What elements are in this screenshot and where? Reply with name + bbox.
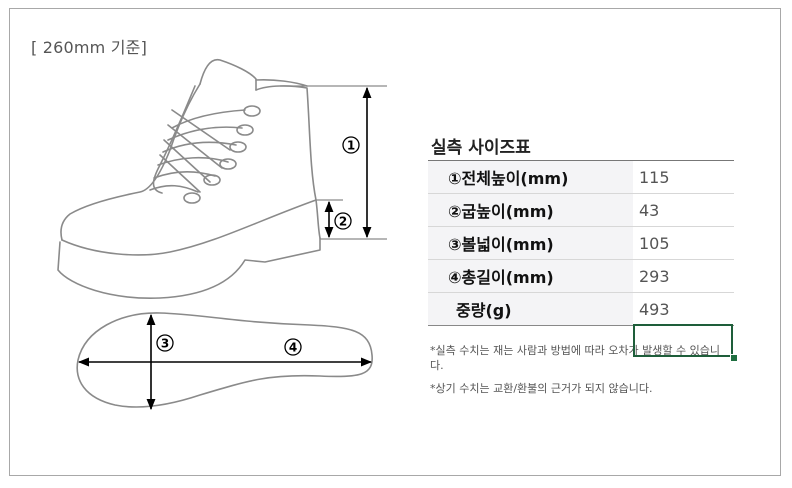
row-value[interactable]: 115 [633, 160, 734, 194]
note-no-refund-basis: *상기 수치는 교환/환불의 근거가 되지 않습니다. [430, 382, 653, 395]
svg-text:2: 2 [339, 215, 347, 229]
basis-label: [ 260mm 기준] [31, 38, 148, 57]
cell-selection-box[interactable] [633, 324, 733, 357]
svg-text:1: 1 [347, 139, 355, 153]
measure-arrows [324, 86, 372, 239]
table-row: ③볼넓이(mm) 105 [428, 226, 734, 260]
row-label: ④총길이(mm) [428, 259, 633, 293]
table-row: ①전체높이(mm) 115 [428, 160, 734, 194]
row-value[interactable]: 43 [633, 193, 734, 227]
marker-2: 2 [334, 212, 352, 230]
row-value[interactable]: 293 [633, 259, 734, 293]
table-row: 중량(g) 493 [428, 292, 734, 326]
table-row: ②굽높이(mm) 43 [428, 193, 734, 227]
row-label: ③볼넓이(mm) [428, 226, 633, 260]
boot-side-outline [57, 58, 321, 299]
marker-1: 1 [342, 136, 360, 154]
measure-guides [280, 85, 387, 240]
row-value[interactable]: 105 [633, 226, 734, 260]
svg-text:3: 3 [161, 337, 169, 351]
marker-3: 3 [156, 334, 174, 352]
marker-4: 4 [284, 338, 302, 356]
row-label: ①전체높이(mm) [428, 160, 633, 194]
row-value[interactable]: 493 [633, 292, 734, 326]
note-measurement-error: *실측 수치는 재는 사람과 방법에 따라 오차가 발생할 수 있습니다. [430, 344, 720, 372]
notes: *실측 수치는 재는 사람과 방법에 따라 오차가 발생할 수 있습니다. *상… [430, 343, 730, 396]
row-label: 중량(g) [428, 292, 633, 326]
size-table: ①전체높이(mm) 115 ②굽높이(mm) 43 ③볼넓이(mm) 105 ④… [428, 160, 734, 326]
insole-arrows [77, 313, 373, 411]
row-label: ②굽높이(mm) [428, 193, 633, 227]
table-row: ④총길이(mm) 293 [428, 259, 734, 293]
svg-text:4: 4 [289, 341, 297, 355]
size-table-title: 실측 사이즈표 [431, 138, 531, 158]
fill-handle[interactable] [730, 354, 738, 362]
insole-outline [76, 312, 373, 408]
